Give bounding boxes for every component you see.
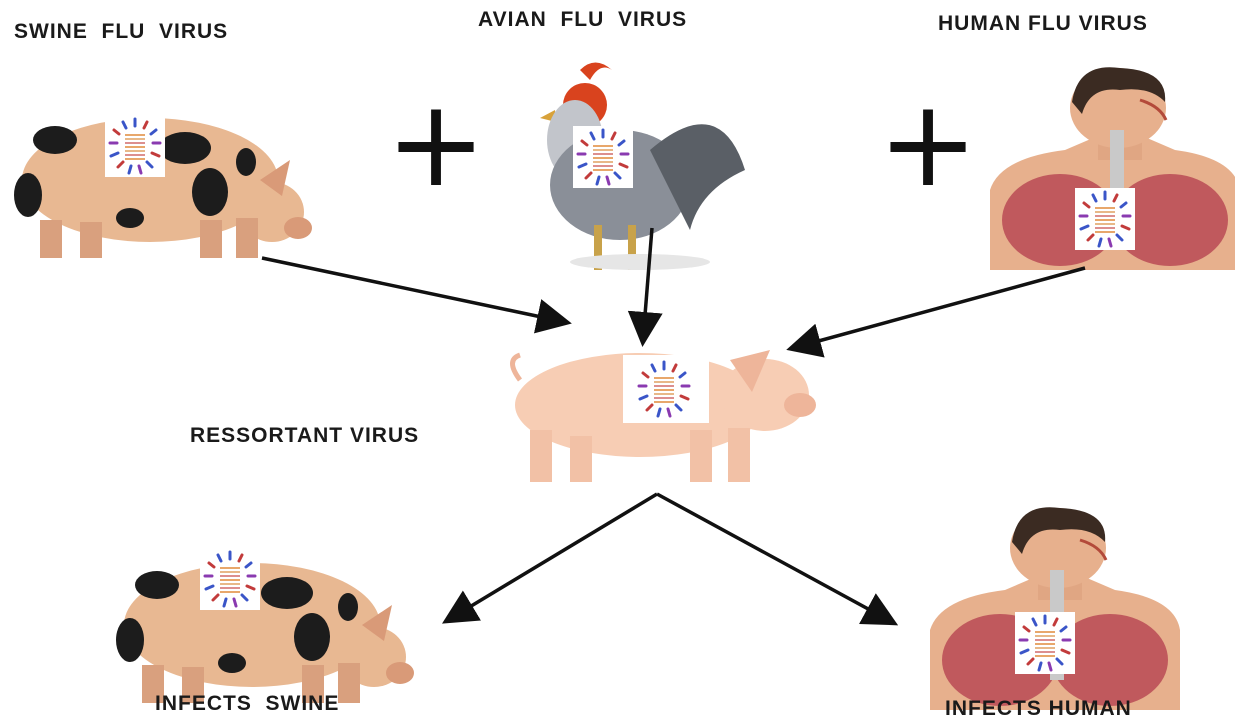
- virus-icon: [1015, 612, 1075, 674]
- arrow-avian-to-reassortant: [643, 228, 652, 340]
- virus-icon: [105, 115, 165, 177]
- arrow-to-infects-swine: [448, 494, 657, 620]
- rooster-image: [540, 63, 745, 271]
- infects-swine-label: INFECTS SWINE: [155, 692, 339, 716]
- avian-flu-label: AVIAN FLU VIRUS: [478, 8, 687, 32]
- infects-human-label: INFECTS HUMAN: [945, 697, 1132, 721]
- swine-flu-label: SWINE FLU VIRUS: [14, 20, 228, 44]
- virus-icon: [623, 355, 709, 423]
- arrow-to-infects-human: [657, 494, 892, 622]
- arrow-swine-to-reassortant: [262, 258, 565, 322]
- virus-icon: [1075, 188, 1135, 250]
- arrow-human-to-reassortant: [793, 268, 1085, 348]
- plus-sign-right: +: [878, 75, 979, 214]
- virus-icon: [573, 126, 633, 188]
- virus-icon: [200, 548, 260, 610]
- infects-swine-pig-image: [116, 563, 414, 703]
- reassortant-virus-label: RESSORTANT VIRUS: [190, 424, 419, 448]
- infects-human-torso-image: [930, 507, 1180, 710]
- plus-sign-left: +: [386, 75, 487, 214]
- human-flu-label: HUMAN FLU VIRUS: [938, 12, 1148, 36]
